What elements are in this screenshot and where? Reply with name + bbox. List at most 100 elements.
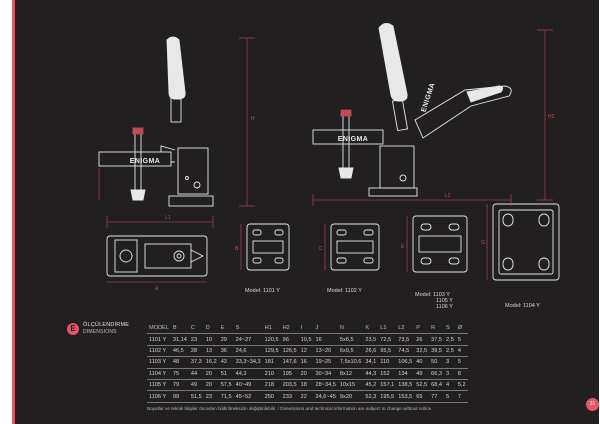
model-cell: 1104 Y xyxy=(147,368,171,380)
table-cell: 65 xyxy=(414,390,430,403)
table-cell: 195,5 xyxy=(378,390,397,403)
table-cell: 45,2 xyxy=(363,379,379,392)
table-cell: 210 xyxy=(262,368,281,380)
dim-label-b: B xyxy=(235,246,239,252)
table-cell: 16 xyxy=(313,333,338,346)
clamp-drawings-svg: ENIGMA ENIGMA ENIGMA H H2 L1 L2 A B C E … xyxy=(98,23,560,292)
table-cell: 23,5 xyxy=(363,333,379,346)
base-plate-1103 xyxy=(412,215,468,273)
dim-label-a: A xyxy=(155,286,159,292)
col-header: S xyxy=(233,323,263,335)
table-cell: 13~20 xyxy=(313,345,338,358)
table-cell: 26 xyxy=(414,333,430,346)
col-header: C xyxy=(188,323,204,335)
col-header: B xyxy=(170,323,189,335)
technical-drawings: ENIGMA ENIGMA ENIGMA H H2 L1 L2 A B C E … xyxy=(15,0,599,318)
table-cell: 68,4 xyxy=(429,379,445,392)
table-cell: 7 xyxy=(455,390,468,403)
table-cell: 218 xyxy=(262,379,281,392)
table-cell: 110 xyxy=(378,356,397,369)
table-cell: 75 xyxy=(170,368,189,380)
table-cell: 20 xyxy=(203,379,219,392)
table-cell: 16,2 xyxy=(203,356,219,369)
table-cell: 9x20 xyxy=(337,390,364,403)
table-cell: 72,5 xyxy=(378,333,397,346)
table-cell: 43 xyxy=(218,356,234,369)
table-cell: 24~27 xyxy=(233,333,263,346)
dim-label-g: G xyxy=(481,240,485,246)
clamp-right-open-view xyxy=(312,23,512,197)
table-cell: 23 xyxy=(188,333,204,346)
table-header-row: MODEL B C D E S H1 H2 I J N K L1 L2 P R xyxy=(147,323,468,335)
table-cell: 157,1 xyxy=(378,379,397,392)
table-cell: 22 xyxy=(298,390,314,403)
model-label-1101: Model: 1101 Y xyxy=(245,288,280,294)
brand-label-left: ENIGMA xyxy=(130,158,160,165)
dimensions-icon: E xyxy=(67,323,79,335)
table-cell: 79 xyxy=(170,379,189,392)
table-cell: 50 xyxy=(429,356,445,369)
disclaimer-text: Boyutlar ve teknik bilgiler önceden bild… xyxy=(147,406,433,411)
catalog-sheet: ENIGMA ENIGMA ENIGMA H H2 L1 L2 A B C E … xyxy=(12,0,599,424)
col-header: J xyxy=(313,323,338,335)
table-cell: 129,5 xyxy=(262,345,281,358)
table-cell: 31,14 xyxy=(170,333,189,346)
table-cell: 34,1 xyxy=(363,356,379,369)
table-cell: 44 xyxy=(188,368,204,380)
table-cell: 29 xyxy=(218,333,234,346)
dim-label-l1: L1 xyxy=(165,215,171,221)
table-cell: 13 xyxy=(203,345,219,358)
table-cell: 96 xyxy=(280,333,299,346)
table-cell: 48 xyxy=(170,356,189,369)
model-cell: 1103 Y xyxy=(147,356,171,369)
table-cell: 134 xyxy=(396,368,415,380)
table-cell: 23 xyxy=(203,390,219,403)
col-header: Ø xyxy=(455,323,468,335)
table-cell: 120,5 xyxy=(262,333,281,346)
dim-label-h2: H2 xyxy=(548,114,555,120)
table-cell: 24,6 xyxy=(233,345,263,358)
table-cell: 28 xyxy=(188,345,204,358)
model-label-1105: 1105 Y xyxy=(436,298,453,304)
table-cell: 73,5 xyxy=(396,333,415,346)
table-cell: 77 xyxy=(429,390,445,403)
table-cell: 250 xyxy=(262,390,281,403)
table-cell: 30~34 xyxy=(313,368,338,380)
base-plate-1101 xyxy=(246,223,290,271)
table-cell: 153,5 xyxy=(396,390,415,403)
table-cell: 5 xyxy=(444,390,456,403)
model-label-1106: 1106 Y xyxy=(436,304,453,310)
table-cell: 51,5 xyxy=(188,390,204,403)
table-cell: 19~25 xyxy=(313,356,338,369)
dimensions-section-heading: E ÖLÇÜLENDİRME DIMENSIONS xyxy=(67,322,157,338)
table-cell: 3 xyxy=(444,368,456,380)
table-cell: 2,5 xyxy=(444,345,456,358)
col-header: R xyxy=(429,323,445,335)
model-label-1102: Model: 1102 Y xyxy=(327,288,362,294)
clamp-top-view xyxy=(106,235,208,277)
table-cell: 71,5 xyxy=(218,390,234,403)
col-header: H2 xyxy=(280,323,299,335)
table-cell: 49 xyxy=(414,368,430,380)
table-cell: 6x9,5 xyxy=(337,345,364,358)
model-label-1103: Model: 1103 Y xyxy=(415,292,450,298)
table-cell: 2,5 xyxy=(444,333,456,346)
table-cell: 28~34,5 xyxy=(313,379,338,392)
table-cell: 8 xyxy=(455,368,468,380)
base-plate-1104 xyxy=(492,203,560,281)
brand-label-right: ENIGMA xyxy=(338,136,368,143)
col-header: L1 xyxy=(378,323,397,335)
table-cell: 36 xyxy=(218,345,234,358)
col-header: P xyxy=(414,323,430,335)
table-cell: 40 xyxy=(414,356,430,369)
table-cell: 20 xyxy=(298,368,314,380)
table-cell: 20 xyxy=(203,368,219,380)
table-cell: 203,5 xyxy=(280,379,299,392)
dim-label-h: H xyxy=(251,116,255,122)
dimensions-title: ÖLÇÜLENDİRME xyxy=(83,322,130,328)
table-cell: 33,3~34,3 xyxy=(233,356,263,369)
